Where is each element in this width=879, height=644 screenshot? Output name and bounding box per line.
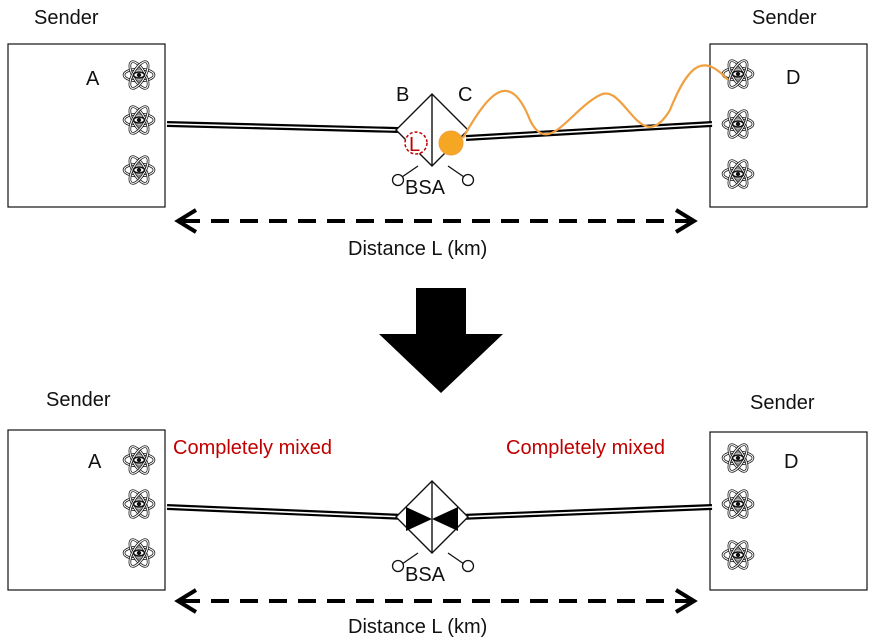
bottom-left-fiber xyxy=(166,504,406,520)
photon-path xyxy=(462,64,729,139)
loss-marker xyxy=(404,131,428,155)
incoming-right-arrowhead xyxy=(432,507,458,531)
bsa-port-c-label: C xyxy=(458,84,472,106)
down-arrow-icon xyxy=(379,288,503,393)
bottom-right-node-label: D xyxy=(784,451,798,473)
top-bsa: L B C BSA xyxy=(391,84,475,199)
top-distance-label: Distance L (km) xyxy=(348,238,487,260)
bottom-right-sender-caption: Sender xyxy=(750,392,815,414)
top-bsa-label: BSA xyxy=(405,177,446,199)
photon-dot xyxy=(438,130,464,156)
bottom-right-note: Completely mixed xyxy=(506,437,665,459)
top-left-fiber xyxy=(166,121,399,133)
bottom-left-note: Completely mixed xyxy=(173,437,332,459)
top-left-node-label: A xyxy=(86,68,100,90)
bottom-left-sender-caption: Sender xyxy=(46,389,111,411)
bottom-left-node-label: A xyxy=(88,451,102,473)
bottom-bsa: BSA xyxy=(391,480,475,586)
top-right-sender-caption: Sender xyxy=(752,7,817,29)
incoming-left-arrowhead xyxy=(406,507,432,531)
bottom-bsa-label: BSA xyxy=(405,564,446,586)
top-panel: Sender A Sender D L xyxy=(7,7,868,260)
top-right-node-label: D xyxy=(786,67,800,89)
top-right-fiber xyxy=(465,121,713,141)
double-arrow-icon xyxy=(174,588,698,614)
bottom-distance-label: Distance L (km) xyxy=(348,616,487,638)
top-left-sender-caption: Sender xyxy=(34,7,99,29)
double-arrow-icon xyxy=(174,208,698,234)
bottom-panel: Sender A Completely mixed Sender D Compl… xyxy=(7,389,868,638)
bsa-port-b-label: B xyxy=(396,84,409,106)
bsa-loss-label: L xyxy=(409,134,420,156)
bottom-right-fiber xyxy=(459,504,713,520)
